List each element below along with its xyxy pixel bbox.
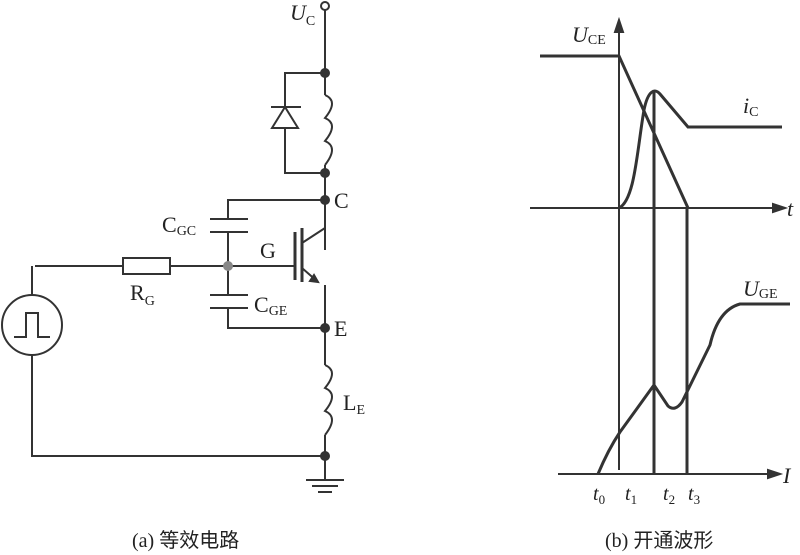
e-label: E [334, 316, 347, 341]
cge-label: CGE [254, 292, 287, 319]
uc-terminal [320, 1, 330, 11]
ic-label: iC [743, 93, 758, 120]
uce-curve [540, 54, 690, 209]
emitter-arrow-icon [308, 273, 320, 284]
caption-waveform: (b) 开通波形 [605, 530, 714, 552]
uc-label: UC [290, 0, 315, 29]
t3-label: t3 [688, 483, 700, 507]
time-markers [652, 91, 689, 474]
main-wire [301, 10, 326, 283]
ground-wires [31, 266, 344, 493]
g-label: G [260, 238, 276, 263]
t0-label: t0 [593, 483, 605, 507]
pulse-source [1, 294, 63, 356]
ic-curve [618, 89, 782, 210]
c-label: C [334, 188, 349, 213]
igbt [293, 228, 304, 282]
uge-label: UGE [743, 276, 778, 302]
t-axis-label: t [787, 196, 794, 221]
diode-icon [270, 105, 301, 129]
rg-label: RG [130, 280, 155, 309]
turn-on-waveform [530, 16, 790, 480]
cgc-label: CGC [162, 212, 196, 239]
le-label: LE [343, 390, 365, 418]
caption-circuit: (a) 等效电路 [132, 530, 240, 552]
load-inductor [323, 94, 333, 166]
emitter-inductor [323, 364, 333, 436]
t1-label: t1 [625, 483, 637, 507]
gate-resistor [122, 257, 171, 275]
junction-dots [223, 68, 330, 461]
axis-arrows-icon [613, 16, 789, 480]
uce-label: UCE [572, 22, 606, 48]
pulse-icon [14, 312, 50, 338]
t2-label: t2 [663, 483, 675, 507]
i-axis-label: I [782, 463, 792, 488]
uge-curve [596, 302, 790, 475]
equivalent-circuit [1, 1, 344, 493]
